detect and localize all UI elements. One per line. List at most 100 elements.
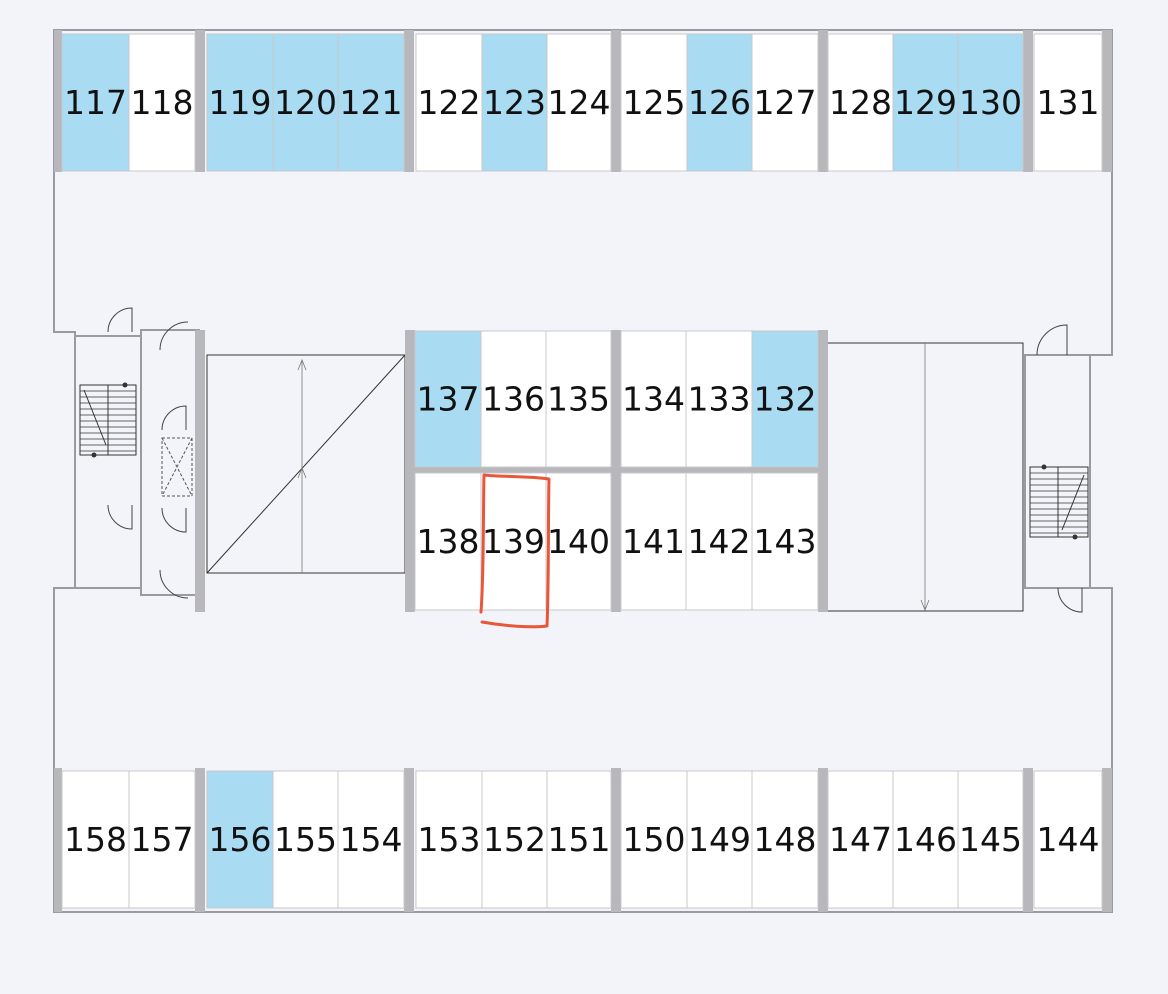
spot-box (128, 33, 196, 172)
right-stair-core (1024, 324, 1091, 613)
door-swing (161, 507, 187, 533)
spot-box (61, 770, 130, 909)
parking-spot-123[interactable]: 123 (481, 33, 548, 172)
parking-spot-132[interactable]: 132 (751, 330, 819, 468)
spot-box (685, 472, 753, 611)
spot-box (272, 770, 339, 909)
parking-spot-137[interactable]: 137 (414, 330, 482, 468)
spot-box (957, 33, 1024, 172)
parking-spot-152[interactable]: 152 (481, 770, 548, 909)
door-swing (161, 405, 187, 431)
spot-label: 124 (548, 83, 611, 122)
parking-spot-129[interactable]: 129 (892, 33, 959, 172)
spot-label: 148 (754, 820, 817, 859)
parking-spot-119[interactable]: 119 (206, 33, 274, 172)
spot-box (751, 472, 819, 611)
left-stairs (79, 382, 137, 458)
spot-box (1033, 33, 1103, 172)
spot-label: 133 (688, 380, 751, 419)
spot-label: 136 (482, 380, 545, 419)
spot-box (546, 770, 612, 909)
parking-spot-121[interactable]: 121 (337, 33, 405, 172)
spot-box (892, 770, 959, 909)
spot-box (272, 33, 339, 172)
spot-label: 152 (483, 820, 546, 859)
spot-label: 149 (688, 820, 751, 859)
spot-label: 130 (959, 83, 1022, 122)
parking-spot-155[interactable]: 155 (272, 770, 339, 909)
spot-box (1033, 770, 1103, 909)
left-ramp (206, 354, 406, 574)
parking-spot-135[interactable]: 135 (545, 330, 612, 468)
parking-spot-156[interactable]: 156 (206, 770, 274, 909)
parking-spot-158[interactable]: 158 (61, 770, 130, 909)
spot-box (206, 770, 274, 909)
parking-spot-146[interactable]: 146 (892, 770, 959, 909)
parking-spot-154[interactable]: 154 (337, 770, 405, 909)
parking-spot-141[interactable]: 141 (620, 472, 687, 611)
parking-spot-153[interactable]: 153 (415, 770, 483, 909)
parking-spot-131[interactable]: 131 (1033, 33, 1103, 172)
spot-box (337, 770, 405, 909)
parking-spot-126[interactable]: 126 (686, 33, 753, 172)
spot-label: 128 (829, 83, 892, 122)
door-swing (107, 307, 133, 333)
parking-spot-140[interactable]: 140 (545, 472, 612, 611)
spot-box (480, 330, 547, 468)
parking-spot-151[interactable]: 151 (546, 770, 612, 909)
spot-box (546, 33, 612, 172)
parking-spot-134[interactable]: 134 (620, 330, 687, 468)
parking-spot-145[interactable]: 145 (957, 770, 1024, 909)
parking-spot-149[interactable]: 149 (686, 770, 753, 909)
spot-label: 131 (1037, 83, 1100, 122)
spot-label: 118 (131, 83, 194, 122)
spot-box (620, 33, 688, 172)
spot-label: 132 (754, 380, 817, 419)
parking-spot-130[interactable]: 130 (957, 33, 1024, 172)
parking-spot-143[interactable]: 143 (751, 472, 819, 611)
spot-label: 140 (547, 522, 610, 561)
parking-spot-127[interactable]: 127 (751, 33, 819, 172)
wall-segments (54, 30, 1112, 912)
spot-box (827, 770, 894, 909)
spot-label: 153 (418, 820, 481, 859)
spot-label: 157 (131, 820, 194, 859)
parking-spot-138[interactable]: 138 (414, 472, 482, 611)
spot-label: 151 (548, 820, 611, 859)
parking-spot-122[interactable]: 122 (415, 33, 483, 172)
parking-spot-148[interactable]: 148 (751, 770, 819, 909)
parking-spot-157[interactable]: 157 (128, 770, 196, 909)
parking-spot-139[interactable]: 139 (480, 472, 547, 611)
parking-spot-125[interactable]: 125 (620, 33, 688, 172)
spot-label: 156 (209, 820, 272, 859)
parking-spot-142[interactable]: 142 (685, 472, 753, 611)
spot-label: 145 (959, 820, 1022, 859)
parking-spot-117[interactable]: 117 (61, 33, 130, 172)
parking-spot-147[interactable]: 147 (827, 770, 894, 909)
spot-box (128, 770, 196, 909)
spot-label: 126 (688, 83, 751, 122)
parking-spot-124[interactable]: 124 (546, 33, 612, 172)
spot-label: 137 (417, 380, 480, 419)
parking-spot-120[interactable]: 120 (272, 33, 339, 172)
parking-spot-144[interactable]: 144 (1033, 770, 1103, 909)
parking-spot-128[interactable]: 128 (827, 33, 894, 172)
spot-box (414, 330, 482, 468)
parking-spot-150[interactable]: 150 (620, 770, 688, 909)
spot-label: 146 (894, 820, 957, 859)
spot-label: 127 (754, 83, 817, 122)
spot-label: 125 (623, 83, 686, 122)
spot-label: 129 (894, 83, 957, 122)
parking-spot-136[interactable]: 136 (480, 330, 547, 468)
spot-label: 121 (340, 83, 403, 122)
spot-label: 134 (622, 380, 685, 419)
parking-spot-133[interactable]: 133 (685, 330, 753, 468)
spot-label: 158 (64, 820, 127, 859)
spot-box (620, 770, 688, 909)
spot-label: 135 (547, 380, 610, 419)
spot-label: 122 (418, 83, 481, 122)
parking-spot-118[interactable]: 118 (128, 33, 196, 172)
selection-marker (479, 473, 551, 629)
